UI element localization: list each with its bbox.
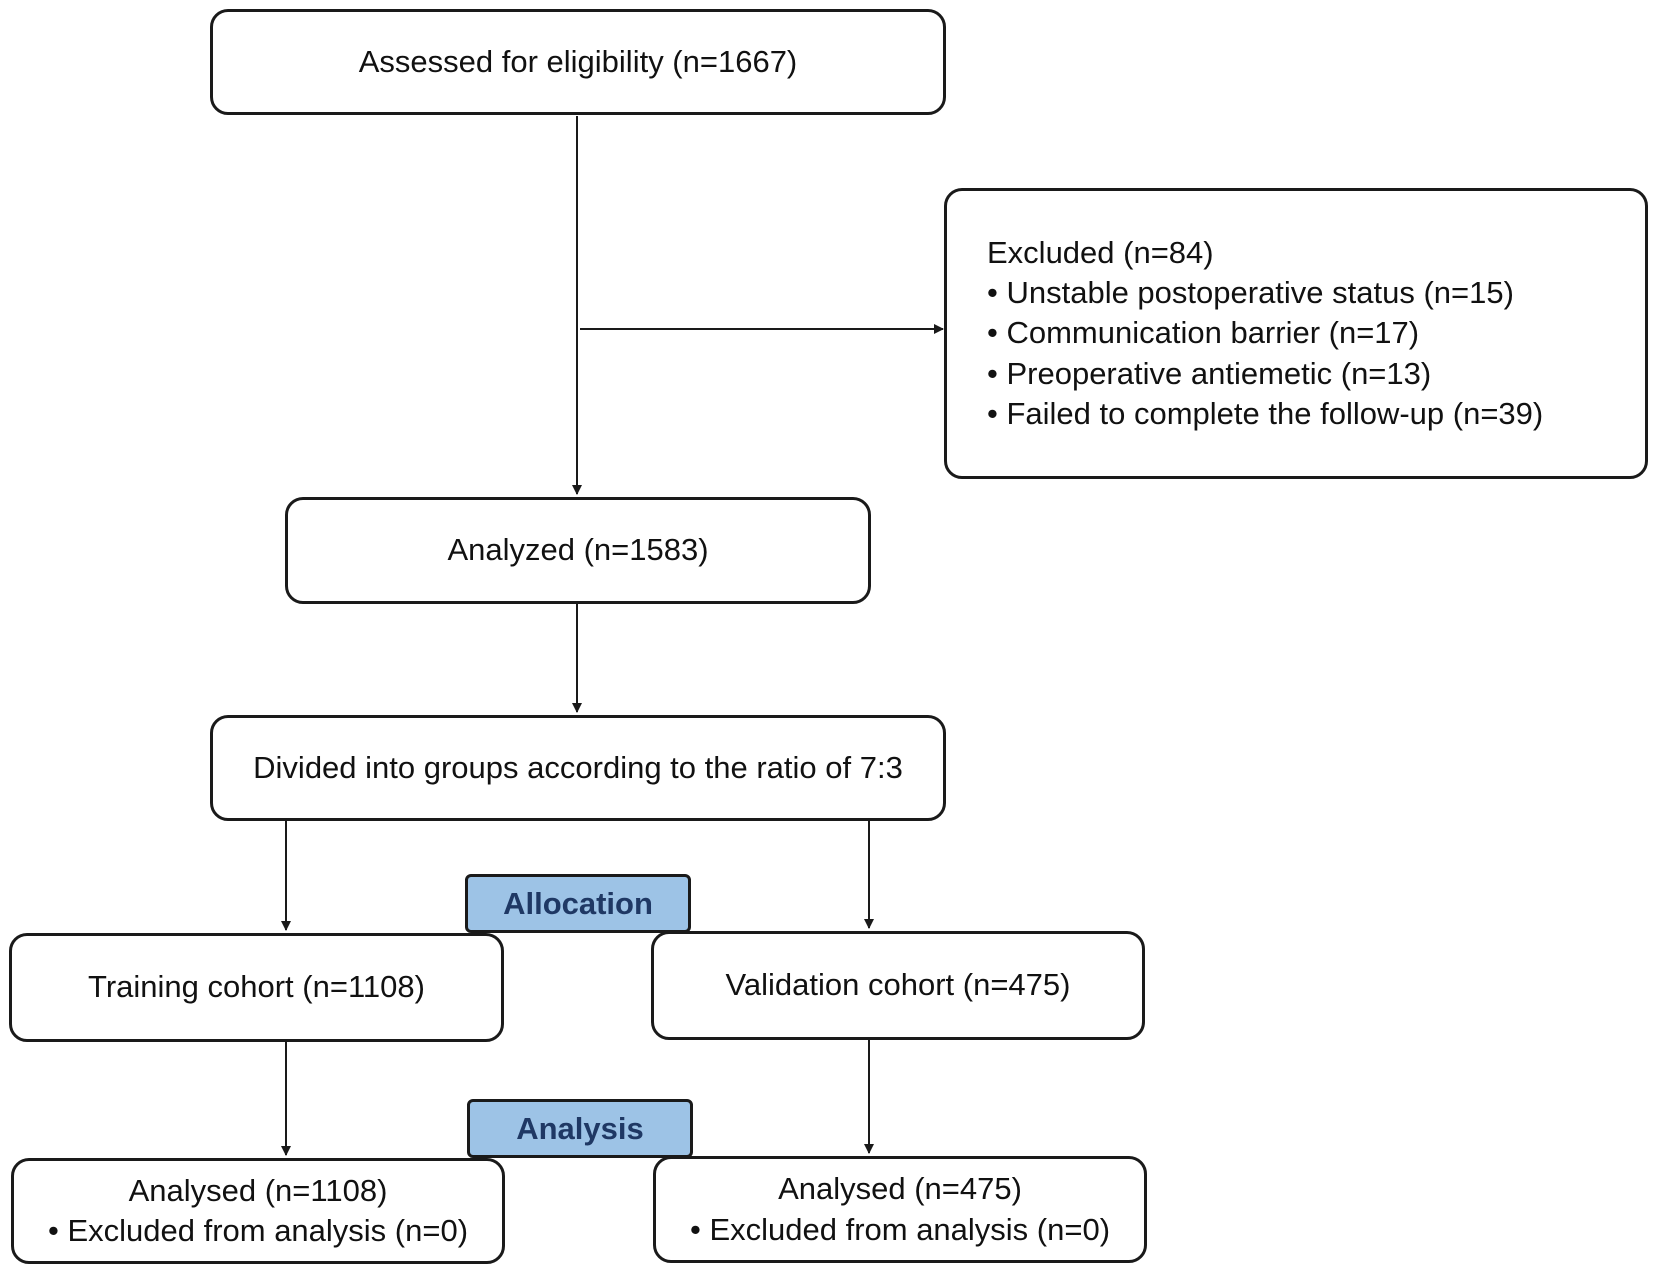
divided-label: Divided into groups according to the rat… — [253, 749, 903, 785]
assessed-box: Assessed for eligibility (n=1667) — [210, 9, 946, 115]
excluded-box: Excluded (n=84) • Unstable postoperative… — [944, 188, 1648, 479]
validation-cohort-box: Validation cohort (n=475) — [651, 931, 1145, 1040]
excluded-item: • Unstable postoperative status (n=15) — [987, 275, 1514, 311]
training-analysed-title: Analysed (n=1108) — [128, 1172, 388, 1208]
excluded-item: • Preoperative antiemetic (n=13) — [987, 355, 1432, 391]
training-analysed-box: Analysed (n=1108) • Excluded from analys… — [11, 1158, 505, 1264]
analysis-stage-label: Analysis — [467, 1099, 693, 1158]
excluded-title: Excluded (n=84) — [987, 234, 1214, 270]
allocation-stage-label: Allocation — [465, 874, 691, 933]
excluded-item: • Failed to complete the follow-up (n=39… — [987, 395, 1544, 431]
training-analysed-item: • Excluded from analysis (n=0) — [47, 1213, 469, 1248]
validation-analysed-box: Analysed (n=475) • Excluded from analysi… — [653, 1156, 1147, 1263]
validation-cohort-label: Validation cohort (n=475) — [725, 967, 1071, 1003]
analyzed-label: Analyzed (n=1583) — [447, 532, 709, 568]
assessed-label: Assessed for eligibility (n=1667) — [358, 43, 798, 79]
training-cohort-box: Training cohort (n=1108) — [9, 933, 504, 1042]
validation-analysed-title: Analysed (n=475) — [778, 1171, 1022, 1207]
training-cohort-label: Training cohort (n=1108) — [88, 969, 425, 1005]
divided-box: Divided into groups according to the rat… — [210, 715, 946, 821]
validation-analysed-item: • Excluded from analysis (n=0) — [689, 1211, 1111, 1247]
excluded-item: • Communication barrier (n=17) — [987, 315, 1420, 351]
analyzed-box: Analyzed (n=1583) — [285, 497, 871, 604]
